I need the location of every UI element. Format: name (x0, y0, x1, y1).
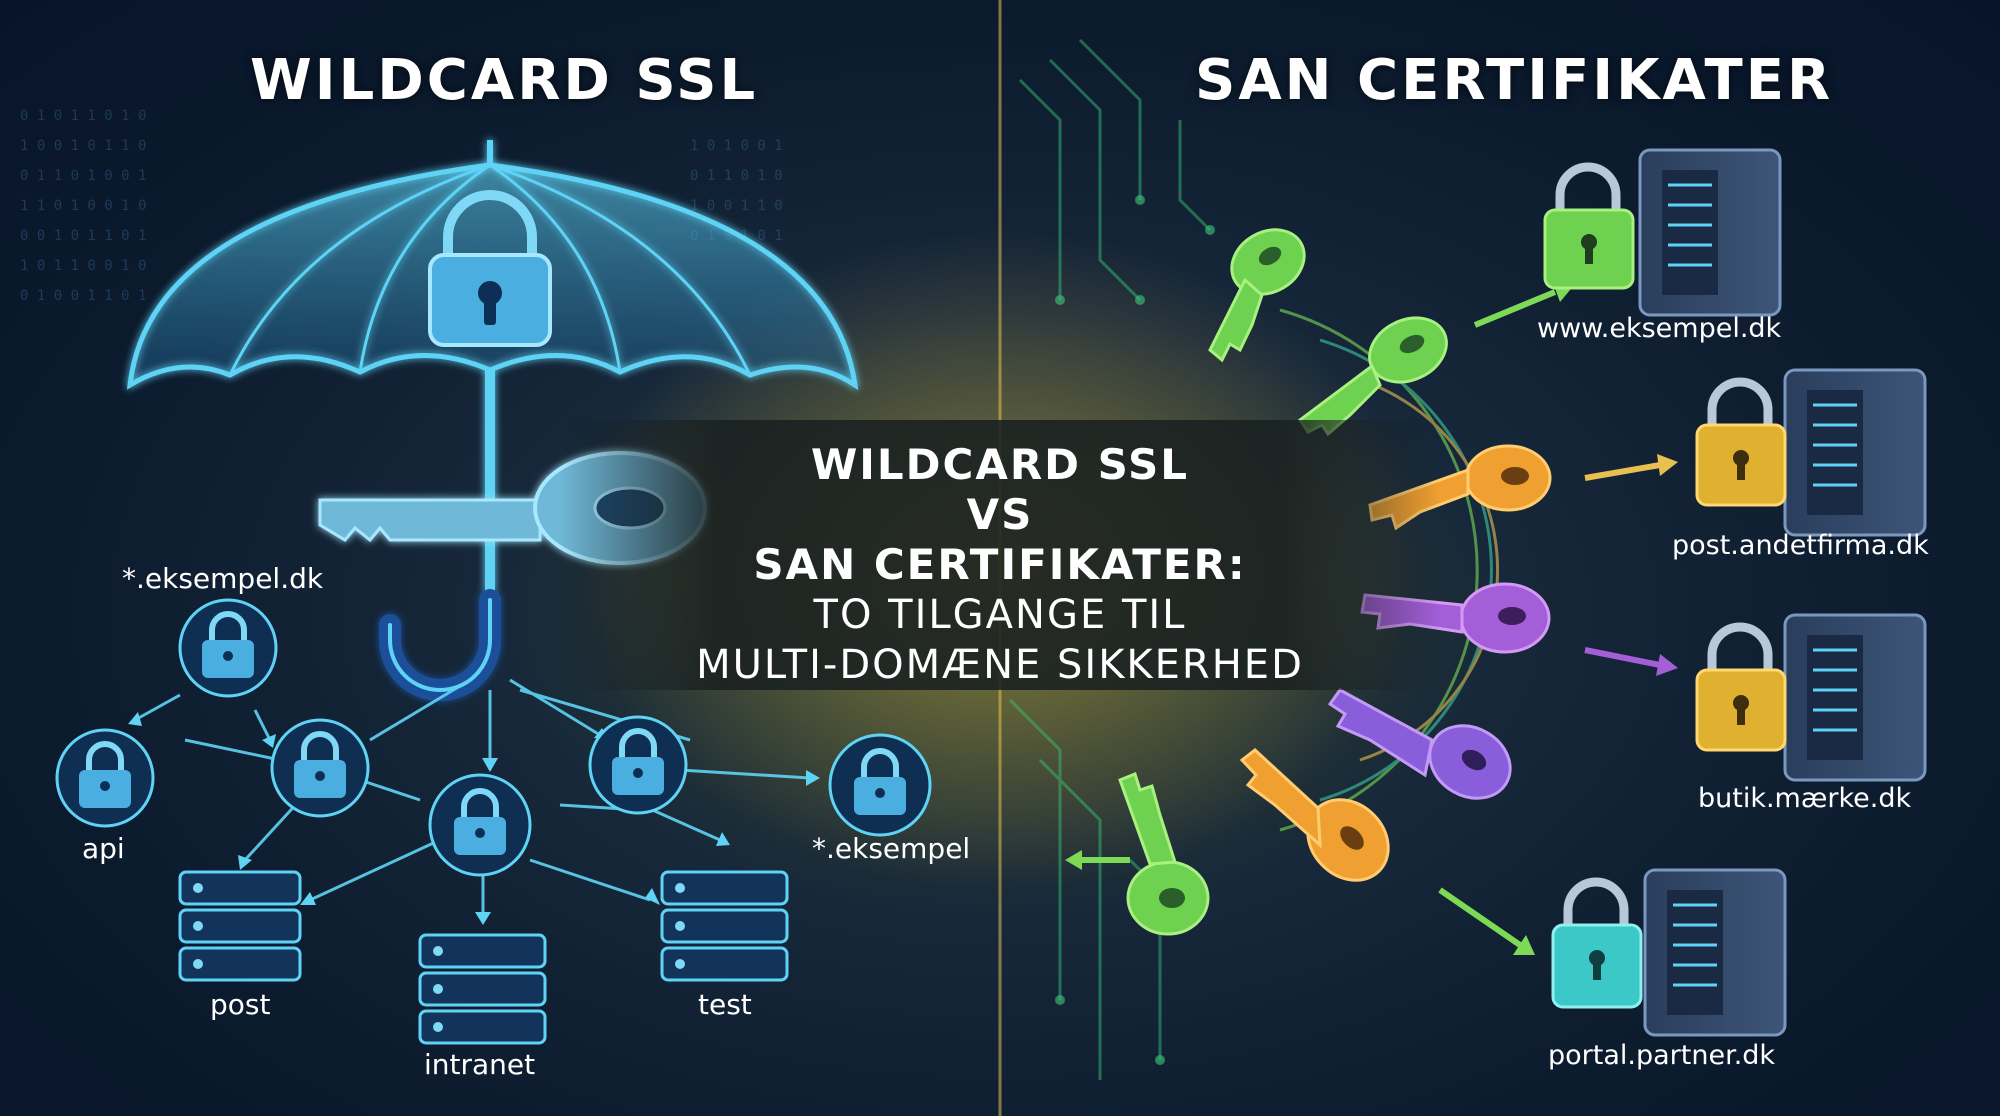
lock-icon-gold-2 (1695, 622, 1787, 752)
server-leds (193, 883, 685, 1032)
right-arrows (1080, 289, 1661, 948)
lock-node-mid-right (588, 715, 688, 815)
lock-node-wildcard (828, 733, 932, 837)
svg-text:0 1 0 0 1 1 0 1: 0 1 0 0 1 1 0 1 (20, 288, 146, 304)
svg-text:0 0 1 0 1 1 0 1: 0 0 1 0 1 1 0 1 (20, 228, 146, 244)
circuit-traces (1008, 38, 1212, 1080)
arrow-icon (1065, 280, 1678, 955)
lock-node-mid-left (270, 718, 370, 818)
binary-pattern: 0 1 0 1 1 0 1 0 1 0 0 1 0 1 1 0 0 1 1 0 … (20, 108, 783, 304)
server-icon-1 (1638, 148, 1782, 317)
label-domain-1: www.eksempel.dk (1537, 313, 1782, 344)
label-post: post (210, 988, 271, 1021)
svg-text:1 0 0 1 1 0: 1 0 0 1 1 0 (690, 198, 783, 214)
lock-icon-gold (1695, 377, 1787, 507)
center-title-line2: VS (966, 490, 1034, 539)
lock-icon (428, 190, 552, 347)
tree-connectors (134, 678, 811, 915)
label-domain-2: post.andetfirma.dk (1672, 530, 1929, 561)
svg-text:0 1 1 0 1 0: 0 1 1 0 1 0 (690, 168, 783, 184)
lock-icon-green (1543, 162, 1635, 290)
label-test: test (698, 988, 752, 1021)
lock-node-root (178, 598, 278, 698)
svg-text:1 0 1 0 0 1: 1 0 1 0 0 1 (690, 138, 783, 154)
lock-icon-teal (1551, 877, 1643, 1009)
server-icon-3 (1783, 613, 1927, 782)
label-wildcard: *.eksempel (812, 832, 971, 865)
svg-text:0 1 0 1 1 0 1 0: 0 1 0 1 1 0 1 0 (20, 108, 146, 124)
key-icon-green-top (1208, 228, 1306, 363)
server-icon-post (178, 870, 302, 982)
label-domain-4: portal.partner.dk (1548, 1040, 1776, 1071)
server-icon-test (660, 870, 789, 982)
svg-text:1 0 1 1 0 0 1 0: 1 0 1 1 0 0 1 0 (20, 258, 146, 274)
center-title-panel: WILDCARD SSL VS SAN CERTIFIKATER: TO TIL… (560, 420, 1440, 690)
key-icon-green-2 (1297, 316, 1448, 437)
center-title-line1: WILDCARD SSL (810, 440, 1190, 489)
center-title-line3: SAN CERTIFIKATER: (753, 540, 1247, 589)
label-api: api (82, 832, 125, 865)
server-icon-2 (1783, 368, 1927, 537)
svg-text:1 1 0 1 0 0 1 0: 1 1 0 1 0 0 1 0 (20, 198, 146, 214)
lock-node-api (55, 728, 155, 828)
key-icon-orange-2 (1239, 748, 1390, 882)
left-heading: WILDCARD SSL (250, 48, 759, 113)
right-heading: SAN CERTIFIKATER (1195, 48, 1834, 113)
label-root-domain: *.eksempel.dk (122, 562, 324, 595)
center-title-line4: TO TILGANGE TIL (813, 592, 1187, 638)
label-intranet: intranet (424, 1048, 536, 1081)
center-title-line5: MULTI-DOMÆNE SIKKERHED (696, 642, 1304, 688)
server-icon-4 (1643, 868, 1787, 1037)
key-icon-violet (1327, 688, 1512, 800)
label-domain-3: butik.mærke.dk (1698, 783, 1912, 814)
svg-text:0 1 1 0 1 0 0 1: 0 1 1 0 1 0 0 1 (20, 168, 146, 184)
lock-node-center (428, 773, 532, 877)
circuit-nodes (1055, 195, 1215, 1065)
key-icon-green-bottom (1118, 772, 1210, 936)
svg-text:1 0 0 1 0 1 1 0: 1 0 0 1 0 1 1 0 (20, 138, 146, 154)
server-icon-intranet (418, 933, 547, 1045)
